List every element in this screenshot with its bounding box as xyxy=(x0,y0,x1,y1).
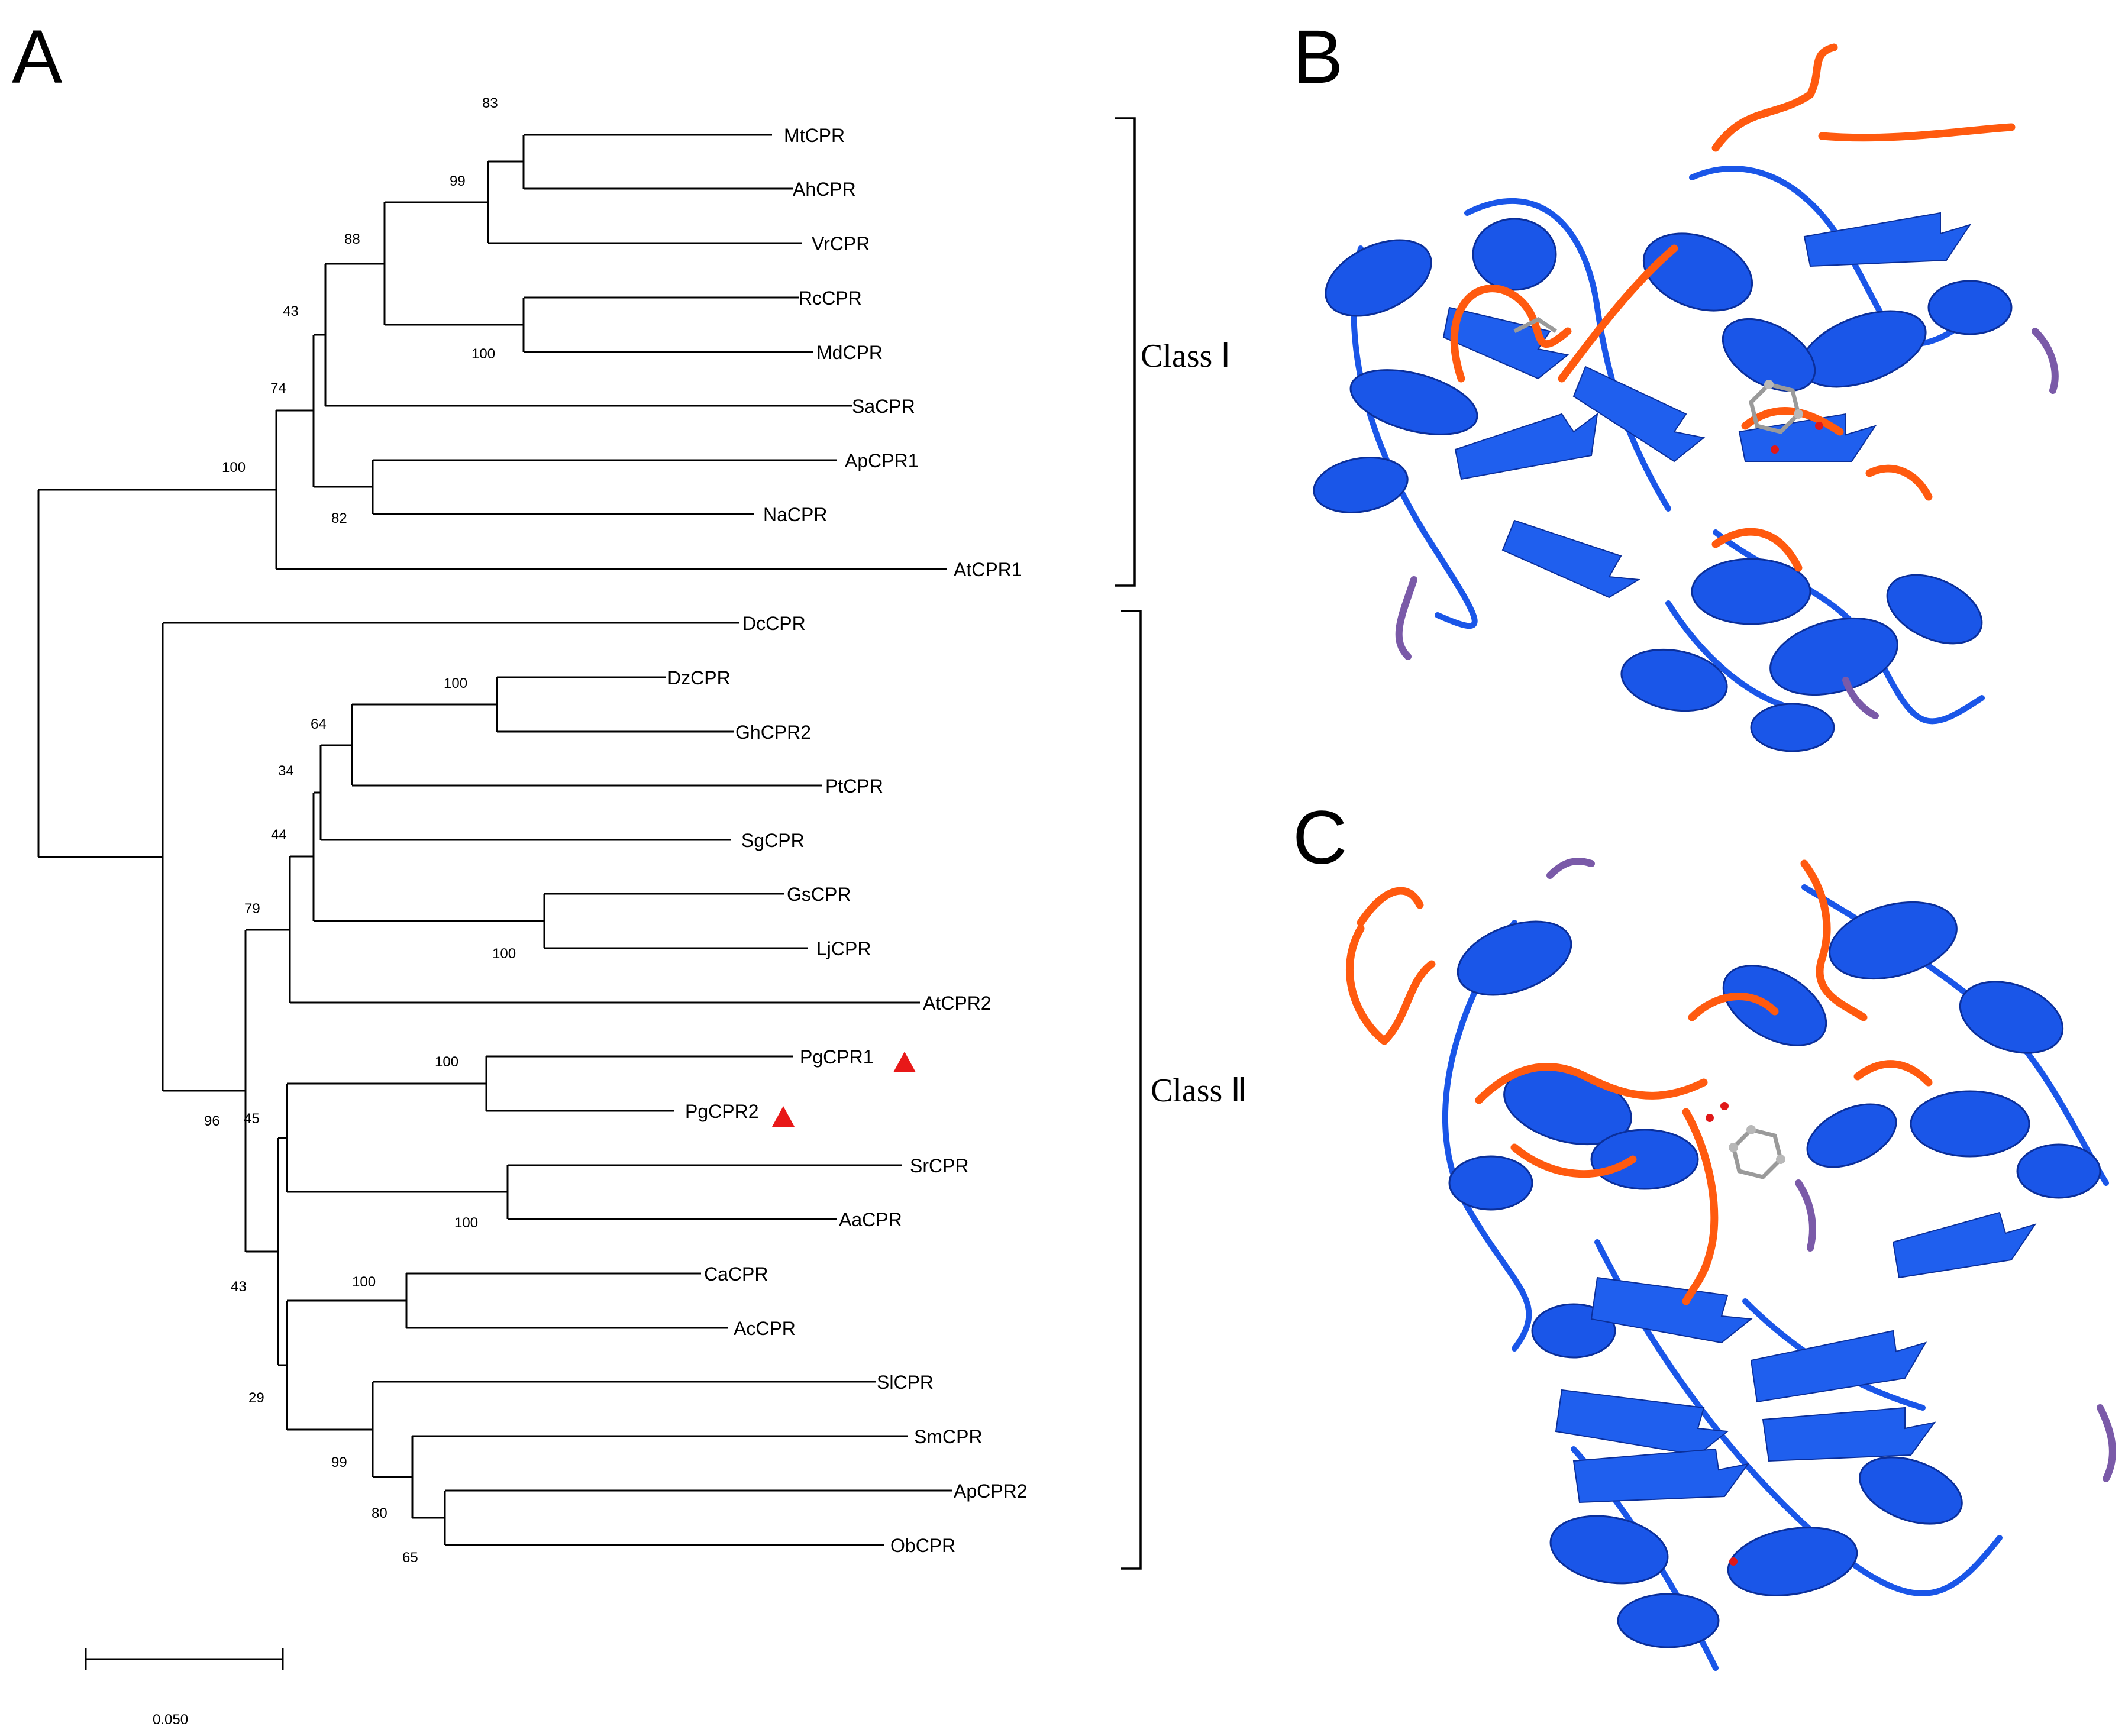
leaf-label: VrCPR xyxy=(812,233,870,254)
leaf-label: PtCPR xyxy=(825,775,883,797)
bootstrap-value: 83 xyxy=(482,95,498,111)
panel-c: C xyxy=(1293,796,2116,1671)
target-markers xyxy=(772,1052,916,1127)
bootstrap-value: 43 xyxy=(283,303,299,319)
bootstrap-value: 96 xyxy=(204,1113,220,1129)
leaf-label: SgCPR xyxy=(741,830,805,851)
class-1-label: Class Ⅰ xyxy=(1141,338,1231,374)
leaf-label: PgCPR1 xyxy=(800,1046,874,1068)
leaf-label: GhCPR2 xyxy=(735,722,811,743)
class-2-bracket xyxy=(1121,610,1142,1570)
triangle-marker-icon xyxy=(893,1052,916,1072)
bootstrap-value: 100 xyxy=(492,946,516,962)
leaf-label: AcCPR xyxy=(734,1318,796,1339)
leaf-label: SmCPR xyxy=(914,1426,983,1447)
leaf-label: MtCPR xyxy=(784,125,845,146)
bootstrap-value: 44 xyxy=(271,827,287,843)
leaf-label: NaCPR xyxy=(763,504,827,525)
leaf-label: PgCPR2 xyxy=(685,1101,759,1122)
tree-branches xyxy=(37,134,952,1546)
bootstrap-value: 100 xyxy=(222,460,246,476)
panel-letter-a: A xyxy=(12,15,63,99)
bootstrap-value: 88 xyxy=(344,231,360,247)
leaf-labels: MtCPR AhCPR VrCPR RcCPR MdCPR SaCPR ApCP… xyxy=(667,125,1028,1556)
panel-letter-b: B xyxy=(1293,15,1343,99)
class-1-bracket xyxy=(1115,117,1136,587)
leaf-label: AhCPR xyxy=(793,179,856,200)
class-2-label: Class Ⅱ xyxy=(1151,1072,1247,1109)
bootstrap-value: 65 xyxy=(402,1550,418,1566)
bootstrap-value: 100 xyxy=(352,1274,376,1290)
bootstrap-value: 64 xyxy=(311,716,327,732)
leaf-label: MdCPR xyxy=(816,342,883,363)
bootstrap-value: 45 xyxy=(244,1111,260,1127)
bootstrap-value: 82 xyxy=(331,510,347,526)
bootstrap-value: 99 xyxy=(331,1454,347,1470)
leaf-label: AaCPR xyxy=(839,1209,902,1230)
leaf-label: DcCPR xyxy=(742,613,806,634)
scale-bar: 0.050 xyxy=(85,1648,284,1728)
panel-a: A xyxy=(12,15,1247,1728)
scale-bar-label: 0.050 xyxy=(153,1712,188,1728)
bootstrap-values: 83 99 88 43 100 74 100 82 100 64 34 44 7… xyxy=(204,95,516,1566)
leaf-label: GsCPR xyxy=(787,884,851,905)
bootstrap-value: 100 xyxy=(471,346,495,362)
panel-letter-c: C xyxy=(1293,796,1347,880)
bootstrap-value: 43 xyxy=(231,1279,247,1295)
bootstrap-value: 100 xyxy=(444,675,467,691)
protein-structure-b xyxy=(1313,43,2059,752)
leaf-label: SrCPR xyxy=(910,1155,969,1176)
class-brackets: Class Ⅰ Class Ⅱ xyxy=(1115,117,1247,1570)
leaf-label: SlCPR xyxy=(877,1372,934,1393)
leaf-label: ApCPR1 xyxy=(845,450,919,471)
leaf-label: ApCPR2 xyxy=(954,1480,1028,1502)
leaf-label: ObCPR xyxy=(890,1535,955,1556)
leaf-label: LjCPR xyxy=(816,938,871,959)
leaf-label: DzCPR xyxy=(667,667,731,688)
leaf-label: AtCPR2 xyxy=(923,993,992,1014)
bootstrap-value: 79 xyxy=(244,901,260,917)
panel-b: B xyxy=(1293,15,2059,752)
bootstrap-value: 74 xyxy=(270,380,286,396)
bootstrap-value: 100 xyxy=(435,1054,458,1070)
bootstrap-value: 29 xyxy=(248,1390,264,1406)
bootstrap-value: 80 xyxy=(372,1505,387,1521)
leaf-label: CaCPR xyxy=(704,1263,768,1285)
bootstrap-value: 100 xyxy=(454,1215,478,1231)
triangle-marker-icon xyxy=(772,1106,795,1127)
leaf-label: AtCPR1 xyxy=(954,559,1022,580)
protein-structure-c xyxy=(1345,858,2116,1671)
bootstrap-value: 34 xyxy=(278,763,294,779)
leaf-label: RcCPR xyxy=(799,287,862,309)
leaf-label: SaCPR xyxy=(852,396,915,417)
bootstrap-value: 99 xyxy=(450,173,466,189)
